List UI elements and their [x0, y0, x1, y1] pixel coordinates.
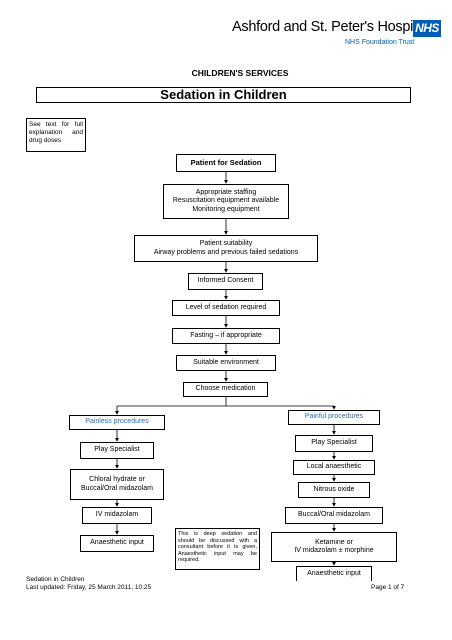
- suitability-box: Patient suitability Airway problems and …: [134, 235, 318, 262]
- note-box: See text for full explanation and drug d…: [26, 118, 86, 152]
- ketamine-line: Ketamine or: [315, 538, 353, 546]
- deep-sedation-text: This is deep sedation and should be disc…: [178, 531, 257, 563]
- painless-play-specialist: Play Specialist: [80, 442, 154, 459]
- page-title: Sedation in Children: [36, 87, 411, 103]
- suitable-environment: Suitable environment: [176, 355, 276, 371]
- suitability-line: Patient suitability: [199, 240, 253, 247]
- trust-name: NHS Foundation Trust: [345, 39, 415, 46]
- ketamine-box: Ketamine or IV midazolam ± morphine: [271, 532, 397, 562]
- hospital-name: Ashford and St. Peter's Hospitals: [232, 19, 435, 35]
- painful-anaesthetic-input: Anaesthetic input: [296, 566, 372, 581]
- painful-buccal-midazolam: Buccal/Oral midazolam: [285, 507, 383, 524]
- staffing-line: Resuscitation equipment available: [172, 197, 280, 205]
- choose-medication: Choose medication: [183, 382, 268, 397]
- fasting: Fasting – if appropriate: [172, 328, 280, 344]
- chloral-box: Chloral hydrate or Buccal/Oral midazolam: [70, 469, 164, 500]
- staffing-line: Monitoring equipment: [192, 205, 260, 213]
- footer-page-number: Page 1 of 7: [371, 584, 405, 591]
- footer-updated: Last updated: Friday, 25 March 2011, 10:…: [26, 584, 152, 591]
- painless-anaesthetic-input: Anaesthetic input: [80, 535, 154, 552]
- footer-doc-title: Sedation in Children: [26, 576, 85, 583]
- staffing-box: Appropriate staffing Resuscitation equip…: [163, 184, 289, 219]
- informed-consent: Informed Consent: [188, 273, 263, 290]
- suitability-line: Airway problems and previous failed seda…: [153, 248, 299, 256]
- painless-heading: Painless procedures: [69, 415, 165, 430]
- deep-sedation-note: This is deep sedation and should be disc…: [175, 528, 260, 570]
- local-anaesthetic: Local anaesthetic: [293, 460, 375, 475]
- ketamine-line: IV midazolam ± morphine: [294, 547, 374, 554]
- chloral-line: Buccal/Oral midazolam: [81, 484, 153, 492]
- painless-iv-midazolam: IV midazolam: [82, 507, 152, 524]
- service-heading: CHILDREN'S SERVICES: [191, 68, 289, 78]
- painful-play-specialist: Play Specialist: [295, 435, 373, 452]
- nitrous-oxide: Nitrous oxide: [298, 482, 370, 498]
- sedation-level: Level of sedation required: [172, 300, 280, 316]
- painful-heading: Painful procedures: [288, 410, 380, 425]
- patient-for-sedation: Patient for Sedation: [176, 154, 276, 172]
- staffing-line: Appropriate staffing: [195, 188, 257, 196]
- chloral-line: Chloral hydrate or: [89, 476, 145, 483]
- nhs-logo: NHS: [413, 20, 441, 37]
- note-text: See text for full explanation and drug d…: [29, 121, 83, 144]
